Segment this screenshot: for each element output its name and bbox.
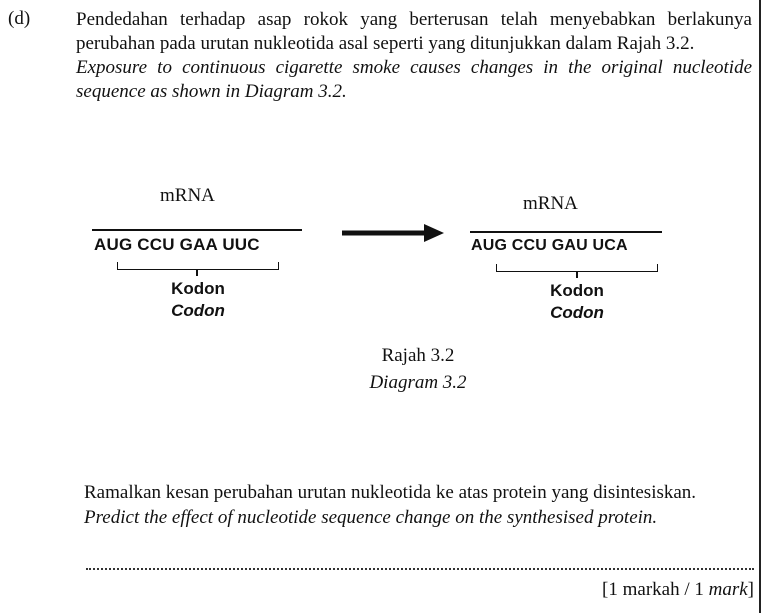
diagram-caption-ms: Rajah 3.2: [381, 345, 455, 366]
right-mrna-sequence: AUG CCU GAU UCA: [471, 237, 628, 254]
marks-suffix: ]: [747, 579, 754, 600]
page-border: [759, 0, 761, 613]
answer-line[interactable]: [86, 568, 754, 570]
question-label: (d): [8, 8, 31, 29]
right-codon-label-ms: Kodon: [550, 281, 604, 300]
right-codon-bracket-stem: [576, 272, 578, 278]
left-mrna-sequence: AUG CCU GAA UUC: [94, 235, 260, 254]
right-codon-label-en: Codon: [550, 303, 604, 322]
prompt-text-en: Predict the effect of nucleotide sequenc…: [84, 507, 658, 528]
right-codon-bracket: [496, 264, 658, 272]
question-text-en-line1: Exposure to continuous cigarette smoke c…: [76, 57, 752, 78]
arrow-icon: [342, 224, 444, 242]
left-mrna-strand: [92, 229, 302, 231]
marks-italic: mark: [708, 579, 748, 600]
marks-label: [1 markah / 1 mark]: [602, 579, 754, 601]
left-mrna-label: mRNA: [160, 185, 215, 206]
left-codon-label-en: Codon: [171, 301, 225, 320]
question-text: Pendedahan terhadap asap rokok yang bert…: [76, 8, 752, 104]
question-text-ms-line2: perubahan pada urutan nukleotida asal se…: [76, 33, 695, 54]
prompt-text-ms: Ramalkan kesan perubahan urutan nukleoti…: [84, 482, 697, 503]
left-codon-label-ms: Kodon: [171, 279, 225, 298]
question-text-ms-line1: Pendedahan terhadap asap rokok yang bert…: [76, 9, 752, 30]
question-text-en-line2: sequence as shown in Diagram 3.2.: [76, 81, 347, 102]
left-codon-bracket: [117, 262, 279, 270]
diagram-caption-en: Diagram 3.2: [369, 372, 467, 393]
marks-prefix: [1 markah / 1: [602, 579, 709, 600]
right-mrna-strand: [470, 231, 662, 233]
left-codon-bracket-stem: [196, 270, 198, 276]
right-mrna-label: mRNA: [523, 193, 578, 214]
